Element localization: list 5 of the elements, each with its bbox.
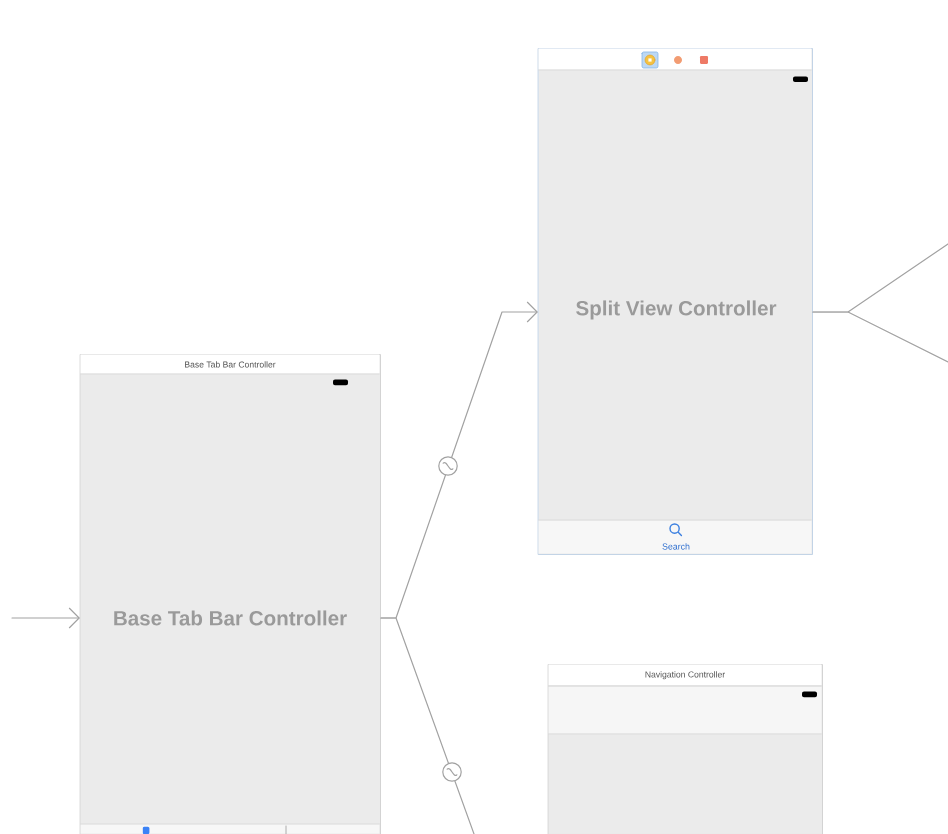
connector-line (380, 617, 475, 834)
controller-label: Base Tab Bar Controller (114, 610, 347, 626)
arrow (11, 607, 80, 629)
connector-line (812, 311, 948, 363)
controller-label: Split View Controller (576, 300, 777, 320)
